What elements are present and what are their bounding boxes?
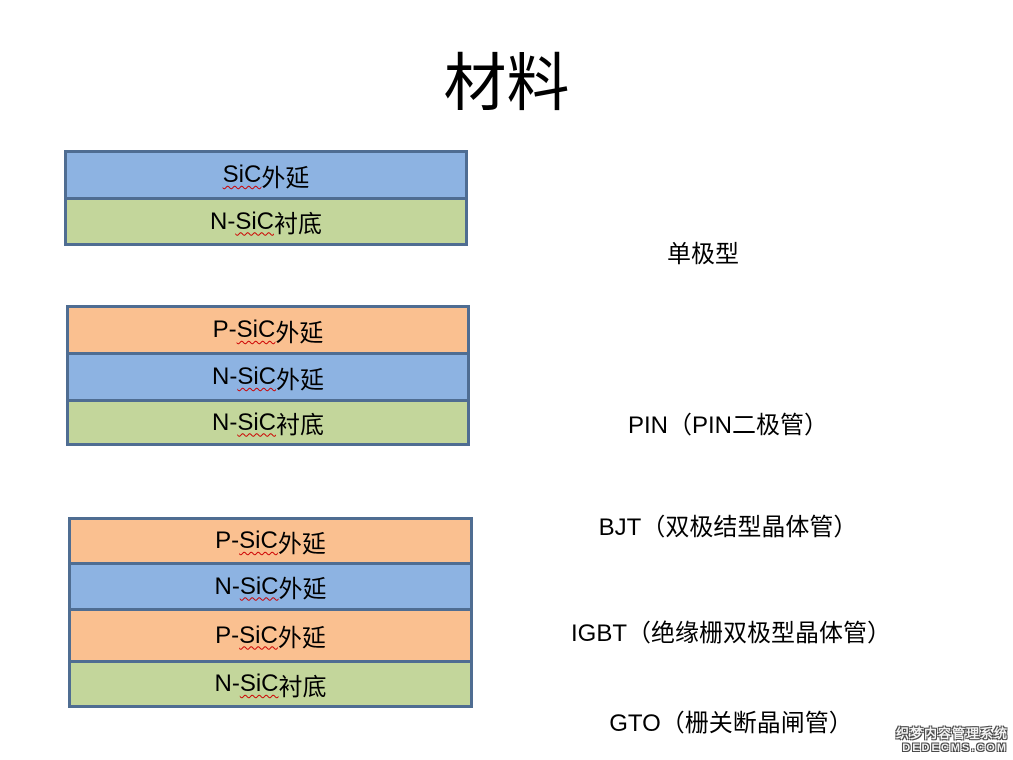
layer-label-suffix: 衬底 xyxy=(278,673,327,701)
layer-label-suffix: 外延 xyxy=(277,530,326,558)
layer-label-prefix: P- xyxy=(215,621,240,649)
layer-label-suffix: 外延 xyxy=(277,625,326,652)
watermark-cn-line: 织梦内容管理系统 xyxy=(895,726,1008,741)
annotation-line-gto: GTO（栅关断晶闸管） xyxy=(609,710,853,737)
annotation-line-bjt: BJT（双极结型晶体管） xyxy=(598,514,858,541)
layer-label-misspelled: SiC xyxy=(236,316,276,343)
layer-label-prefix: P- xyxy=(215,527,240,554)
layer-label-misspelled: SiC xyxy=(239,527,278,554)
unipolar-type-label: 单极型 xyxy=(553,185,853,325)
layer-label-misspelled: SiC xyxy=(239,621,278,649)
layer-label-misspelled: SiC xyxy=(222,161,262,188)
layer-label-suffix: 外延 xyxy=(275,319,324,347)
layer-label-misspelled: SiC xyxy=(239,670,279,697)
layer-label-misspelled: SiC xyxy=(237,363,276,390)
layer-label-prefix: N- xyxy=(210,207,236,235)
layer-label-suffix: 外延 xyxy=(278,576,327,603)
layer-label-prefix: N- xyxy=(214,670,240,697)
layer-label-prefix: N- xyxy=(214,572,240,600)
layer-label-prefix: P- xyxy=(212,316,237,343)
layer-label-misspelled: SiC xyxy=(235,207,274,235)
layer-label-suffix: 衬底 xyxy=(276,412,324,439)
layer-label-suffix: 外延 xyxy=(261,164,310,192)
annotation-line-igbt: IGBT（绝缘栅双极型晶体管） xyxy=(570,620,891,647)
layer-label-suffix: 外延 xyxy=(276,366,324,394)
annotation-line: 单极型 xyxy=(667,241,739,268)
bipolar-three-layer-devices-label: IGBT（绝缘栅双极型晶体管） GTO（栅关断晶闸管） Thyristor（半导… xyxy=(525,559,937,760)
bipolar-two-layer-devices-label: PIN（PIN二极管） BJT（双极结型晶体管） xyxy=(528,341,928,613)
layer-label-misspelled: SiC xyxy=(239,572,279,600)
page-title: 材料 xyxy=(443,49,570,119)
watermark-domain-line: DEDECMS.COM xyxy=(902,742,1008,754)
layer-label-misspelled: SiC xyxy=(237,408,276,436)
layer-label-suffix: 衬底 xyxy=(274,211,322,238)
annotation-line-pin: PIN（PIN二极管） xyxy=(627,412,828,439)
layer-label-prefix: N- xyxy=(212,408,238,436)
dedecms-watermark: 织梦内容管理系统 DEDECMS.COM xyxy=(896,727,1008,755)
layer-label-prefix: N- xyxy=(212,363,238,390)
